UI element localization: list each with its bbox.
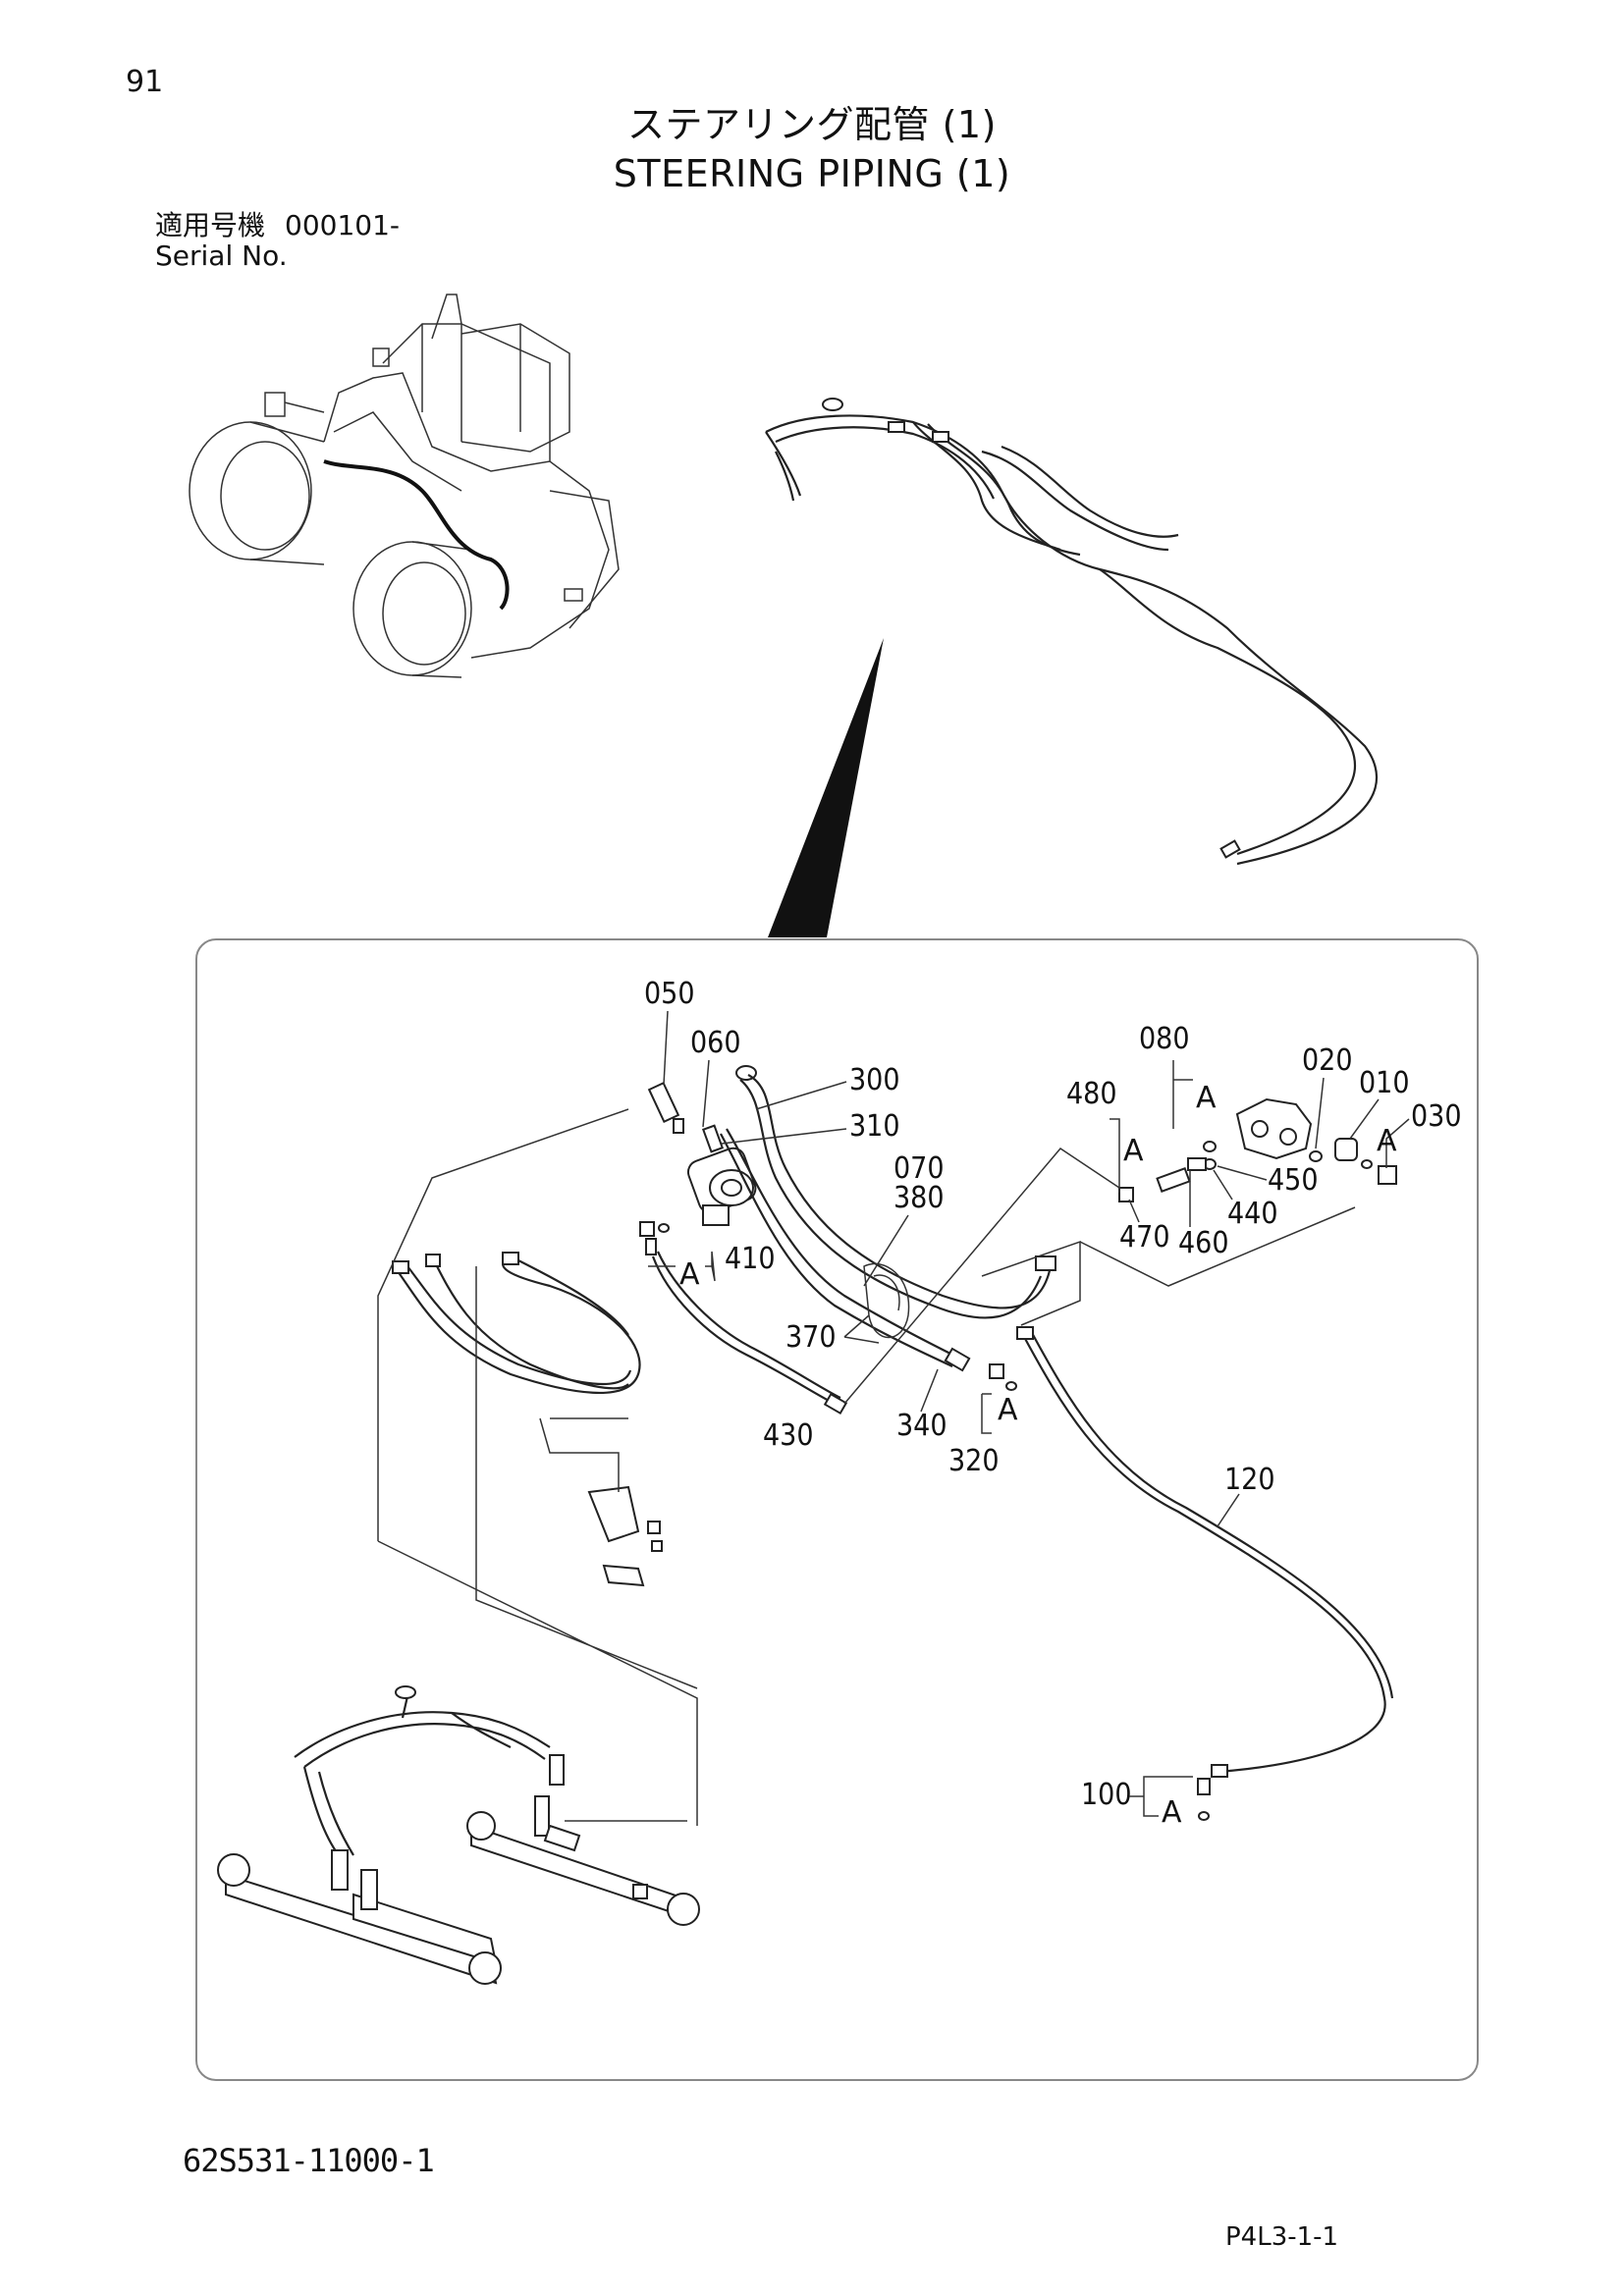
serial-label-japanese: 適用号機 000101- <box>155 204 400 243</box>
detail-marker-a-410: A <box>679 1257 700 1292</box>
page-number: 91 <box>126 65 164 99</box>
callout-030: 030 <box>1411 1099 1462 1134</box>
priority-valve <box>1235 1097 1313 1160</box>
detail-drawing <box>217 1065 1397 1985</box>
callout-410: 410 <box>725 1242 776 1276</box>
callout-440: 440 <box>1227 1197 1278 1231</box>
callout-070: 070 <box>893 1151 945 1186</box>
callout-100: 100 <box>1081 1778 1132 1812</box>
detail-marker-a-100: A <box>1162 1795 1182 1830</box>
page-code: P4L3-1-1 <box>1225 2222 1339 2252</box>
detail-marker-a-080: A <box>1196 1081 1217 1115</box>
serial-label-jp-text: 適用号機 <box>155 209 266 241</box>
callout-450: 450 <box>1268 1163 1319 1198</box>
callout-460: 460 <box>1178 1226 1229 1260</box>
callout-010: 010 <box>1359 1066 1410 1100</box>
callout-080: 080 <box>1139 1022 1190 1056</box>
title-english: STEERING PIPING (1) <box>613 152 1011 195</box>
callout-020: 020 <box>1302 1043 1353 1078</box>
drawing-code: 62S531-11000-1 <box>183 2142 435 2179</box>
callout-430: 430 <box>763 1418 814 1453</box>
callout-480: 480 <box>1066 1077 1117 1111</box>
detail-marker-a-320: A <box>998 1393 1018 1427</box>
callout-340: 340 <box>896 1409 947 1443</box>
machine-overview-sketch <box>189 294 620 678</box>
detail-marker-a-030: A <box>1377 1124 1397 1158</box>
serial-label-english: Serial No. <box>155 240 288 272</box>
callout-310: 310 <box>849 1109 900 1144</box>
callout-380: 380 <box>893 1181 945 1215</box>
machine-routing-highlight <box>323 459 510 611</box>
steering-valve <box>686 1147 757 1226</box>
callout-470: 470 <box>1119 1220 1170 1255</box>
title-japanese: ステアリング配管 (1) <box>627 103 997 146</box>
detail-marker-a-480: A <box>1123 1134 1144 1168</box>
callout-300: 300 <box>849 1063 900 1097</box>
callout-060: 060 <box>690 1026 741 1060</box>
callout-120: 120 <box>1224 1463 1275 1497</box>
steering-cylinders <box>217 1685 700 1985</box>
callout-370: 370 <box>785 1320 837 1355</box>
hose-assembly-overview <box>765 398 1379 866</box>
detail-frame <box>195 938 1479 2081</box>
serial-value: 000101- <box>285 209 401 241</box>
detail-pointer-wedge <box>768 638 884 937</box>
callout-labels: 050 060 300 310 070 380 A 410 370 430 34… <box>644 977 1462 1830</box>
callout-050: 050 <box>644 977 695 1011</box>
callout-320: 320 <box>948 1444 1000 1478</box>
